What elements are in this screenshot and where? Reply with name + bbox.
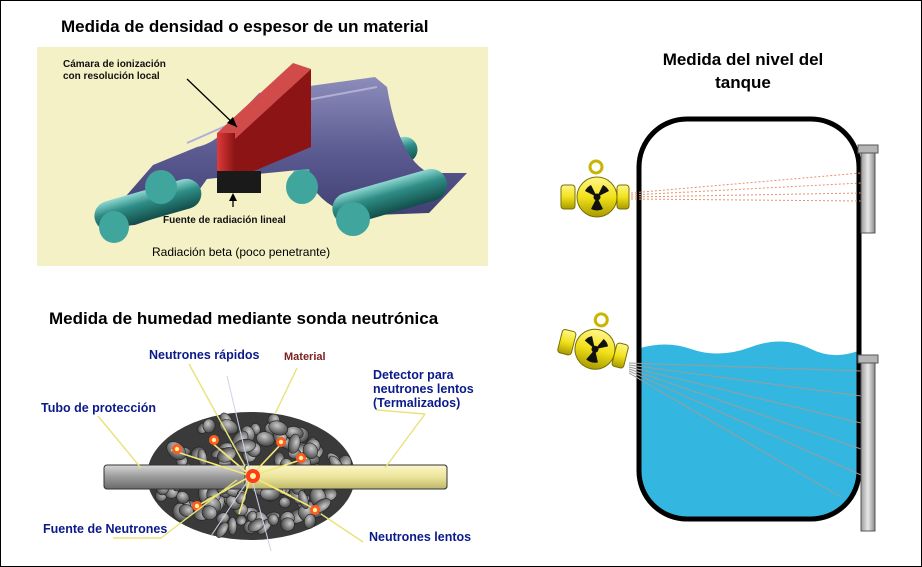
- radiation-detector-icon: [857, 144, 879, 532]
- label-slow-neutrons: Neutrones lentos: [369, 530, 472, 544]
- thickness-title: Medida de densidad o espesor de un mater…: [61, 17, 429, 36]
- radiation-source-icon: [557, 312, 629, 370]
- ionization-chamber: [217, 63, 311, 179]
- rock-fragment: [202, 418, 216, 434]
- lower-radiation-beams: [628, 362, 862, 498]
- thickness-drawing: [94, 63, 467, 243]
- tank-vessel: [636, 116, 862, 522]
- rock-fragment: [176, 491, 190, 504]
- label-ionization-chamber-2: con resolución local: [63, 71, 160, 82]
- label-ionization-chamber-1: Cámara de ionización: [63, 59, 166, 70]
- rock-fragment: [280, 517, 295, 532]
- caption-beta-radiation: Radiación beta (poco penetrante): [152, 245, 331, 259]
- tank-drawing: [557, 116, 879, 532]
- tank-title-2: tanque: [715, 73, 771, 92]
- label-detector-3: (Termalizados): [373, 396, 461, 410]
- neutron-spark-icon: [172, 435, 320, 515]
- label-detector-2: neutrones lentos: [373, 382, 474, 396]
- label-protection-tube: Tubo de protección: [41, 401, 157, 415]
- label-leaders: [97, 363, 426, 543]
- radiation-source-icon: [560, 159, 630, 218]
- rock-fragment: [215, 521, 229, 538]
- radiation-source-block: [217, 171, 261, 193]
- rock-fragment: [178, 504, 194, 517]
- rock-fragment: [287, 433, 301, 454]
- upper-radiation-beams: [630, 172, 862, 202]
- moisture-title: Medida de humedad mediante sonda neutrón…: [49, 309, 439, 328]
- rock-fragment: [201, 505, 218, 521]
- rock-fragment: [246, 510, 257, 522]
- slow-neutron-detector: [244, 464, 448, 490]
- rock-fragment: [227, 516, 237, 536]
- fast-neutron-paths: [210, 375, 272, 552]
- rock-fragment: [267, 513, 279, 526]
- label-material: Material: [284, 351, 326, 363]
- roller-front-left: [94, 170, 202, 243]
- roller-front-right: [286, 168, 448, 236]
- thickness-illustration: Cámara de ionización con resolución loca…: [37, 47, 488, 266]
- rock-fragment: [256, 431, 275, 447]
- label-neutron-source: Fuente de Neutrones: [43, 522, 168, 536]
- label-linear-source: Fuente de radiación lineal: [163, 215, 286, 226]
- label-detector-1: Detector para: [373, 368, 454, 382]
- tank-title-1: Medida del nivel del: [662, 50, 824, 69]
- moisture-drawing: [97, 363, 448, 552]
- label-fast-neutrons: Neutrones rápidos: [149, 348, 260, 362]
- rock-fragment: [278, 496, 291, 509]
- rock-fragment: [304, 513, 316, 529]
- rock-fragment: [235, 514, 247, 526]
- rock-fragment: [219, 419, 239, 435]
- rock-fragment: [268, 420, 289, 436]
